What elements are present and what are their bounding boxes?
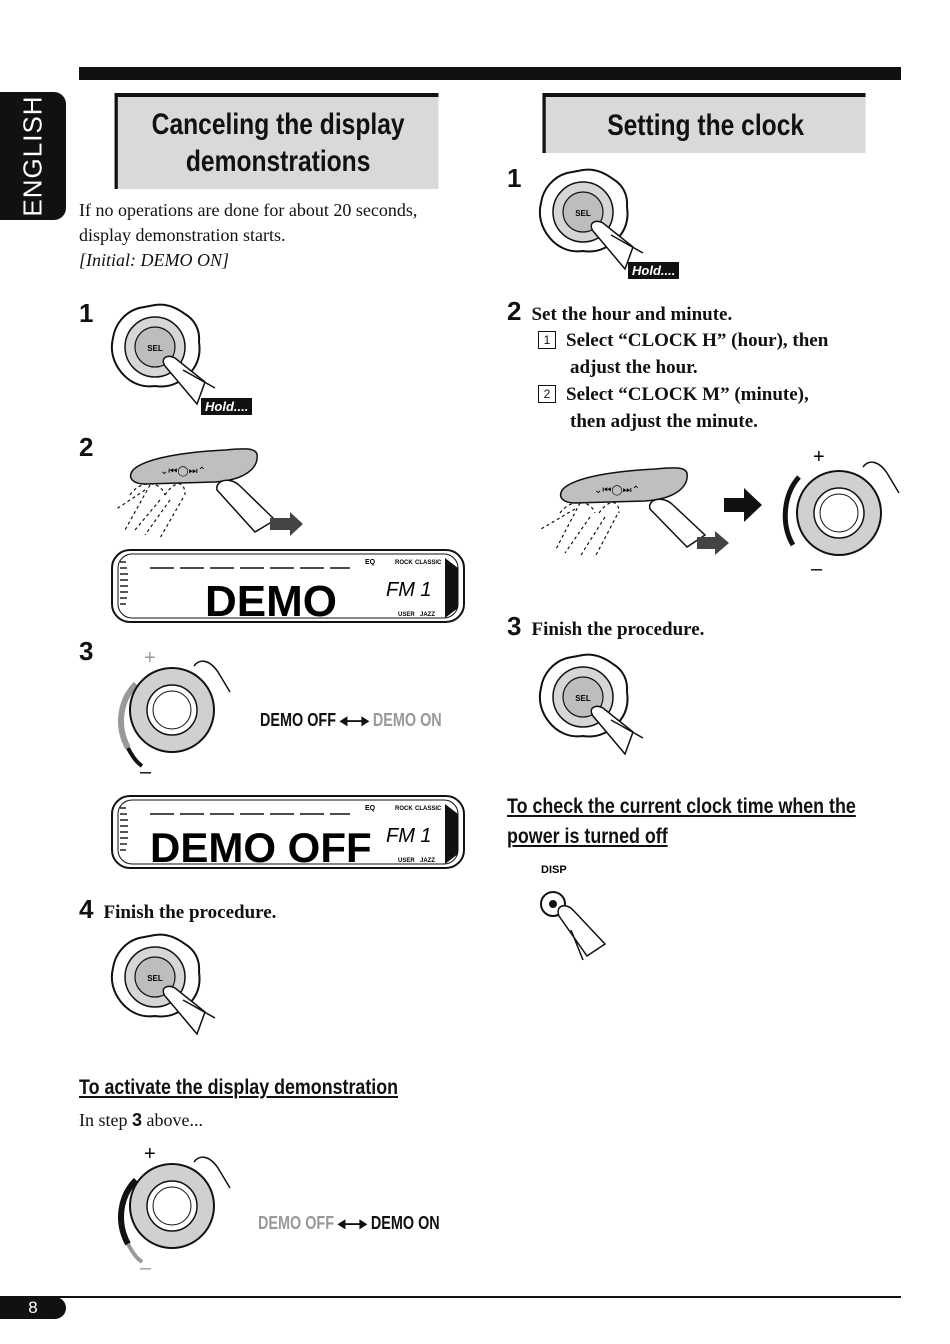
minus-icon: – xyxy=(140,1257,152,1279)
svg-text:SEL: SEL xyxy=(575,209,591,218)
demo-toggle: DEMO OFF ◂—▸ DEMO ON xyxy=(260,710,442,730)
step-number: 2 xyxy=(79,432,94,462)
page-number: 8 xyxy=(0,1297,66,1319)
svg-text:USER: USER xyxy=(398,858,415,864)
volume-knob-illustration: + – xyxy=(118,1143,231,1279)
minus-icon: – xyxy=(811,558,823,580)
volume-knob-illustration: + – xyxy=(118,647,231,783)
step-2: 2 Set the hour and minute. xyxy=(507,296,733,326)
control-panel-illustration: ⌄⏮◯⏭⌃ xyxy=(540,467,729,558)
check-clock-heading: To check the current clock time when the… xyxy=(507,795,856,848)
disp-label: DISP xyxy=(541,864,567,876)
control-panel-illustration: ⌄⏮◯⏭⌃ xyxy=(114,448,303,539)
svg-text:USER: USER xyxy=(398,612,415,618)
activate-text: In step 3 above... xyxy=(79,1110,203,1130)
svg-text:CLASSIC: CLASSIC xyxy=(415,560,442,566)
section-title-clock: Setting the clock xyxy=(542,93,866,153)
demo-toggle: DEMO OFF ◂—▸ DEMO ON xyxy=(258,1213,440,1233)
bottom-rule xyxy=(0,1296,901,1298)
svg-text:JAZZ: JAZZ xyxy=(420,858,435,864)
minus-icon: – xyxy=(140,761,152,783)
top-rule xyxy=(79,67,901,80)
plus-icon: + xyxy=(144,1143,156,1165)
sel-knob-illustration: SEL xyxy=(110,933,216,1036)
sel-knob-illustration: SEL xyxy=(110,303,216,406)
step-number: 1 xyxy=(507,163,522,193)
intro-text: If no operations are done for about 20 s… xyxy=(79,200,418,270)
svg-text:SEL: SEL xyxy=(575,694,591,703)
sel-label: SEL xyxy=(147,344,163,353)
language-label: ENGLISH xyxy=(17,95,48,217)
display-main-text: DEMO xyxy=(205,577,337,624)
svg-text:CLASSIC: CLASSIC xyxy=(415,806,442,812)
svg-text:EQ: EQ xyxy=(365,805,376,812)
display-band-text: FM 1 xyxy=(386,579,432,601)
svg-text:ROCK: ROCK xyxy=(395,806,413,812)
plus-icon: + xyxy=(813,446,825,468)
hold-label: Hold.... xyxy=(201,398,253,415)
svg-text:JAZZ: JAZZ xyxy=(420,612,435,618)
display-band-text: FM 1 xyxy=(386,825,432,847)
panel-buttons-icon: ⌄⏮◯⏭⌃ xyxy=(160,466,206,477)
svg-text:SEL: SEL xyxy=(147,974,163,983)
lcd-display: DEMO OFF FM 1 EQ ROCK CLASSIC USER JAZZ xyxy=(111,795,465,870)
arrow-right-icon xyxy=(724,488,762,522)
display-main-text: DEMO OFF xyxy=(150,824,372,870)
svg-text:EQ: EQ xyxy=(365,559,376,566)
volume-knob-illustration: + – xyxy=(782,446,900,580)
plus-icon: + xyxy=(144,647,156,669)
sel-knob-illustration: SEL xyxy=(538,653,644,756)
hold-label: Hold.... xyxy=(628,262,680,279)
sel-knob-illustration: SEL xyxy=(538,168,644,271)
svg-text:ROCK: ROCK xyxy=(395,560,413,566)
panel-buttons-icon: ⌄⏮◯⏭⌃ xyxy=(594,485,640,496)
step-number: 3 xyxy=(79,636,94,666)
step-number: 1 xyxy=(79,298,94,328)
lcd-display: DEMO FM 1 EQ ROCK CLASSIC USER JAZZ xyxy=(111,549,465,624)
disp-button-illustration: DISP xyxy=(540,864,607,961)
language-tab: ENGLISH xyxy=(0,92,66,220)
activate-heading: To activate the display demonstration xyxy=(79,1076,399,1099)
step-4: 4 Finish the procedure. xyxy=(79,894,277,924)
step-3: 3 Finish the procedure. xyxy=(507,611,705,641)
